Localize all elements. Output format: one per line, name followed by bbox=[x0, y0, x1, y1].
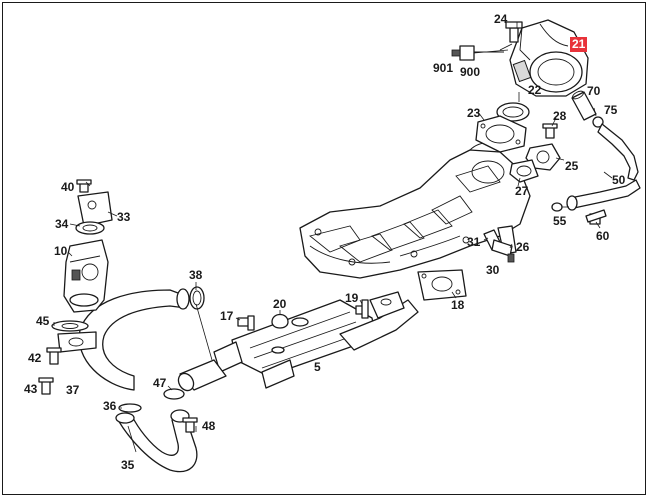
throttle-housing-21 bbox=[499, 19, 589, 97]
callout-36: 36 bbox=[103, 399, 117, 413]
callout-40: 40 bbox=[61, 180, 75, 194]
gasket-45 bbox=[51, 320, 89, 332]
gasket-36 bbox=[118, 403, 142, 413]
egr-cooler-5 bbox=[213, 291, 419, 389]
callout-35: 35 bbox=[121, 458, 135, 472]
callout-50: 50 bbox=[612, 173, 626, 187]
callout-28: 28 bbox=[553, 109, 567, 123]
bolt-43 bbox=[38, 377, 54, 395]
callout-5: 5 bbox=[314, 360, 321, 374]
bolt-28 bbox=[542, 123, 558, 139]
bolt-60 bbox=[585, 209, 607, 225]
bracket-33 bbox=[77, 191, 113, 227]
egr-valve-10 bbox=[63, 239, 109, 313]
callout-25: 25 bbox=[565, 159, 579, 173]
callout-10: 10 bbox=[54, 244, 68, 258]
callout-45: 45 bbox=[36, 314, 50, 328]
callout-47: 47 bbox=[153, 376, 167, 390]
pipe-50 bbox=[566, 116, 641, 211]
pipe-35 bbox=[115, 409, 198, 473]
callout-34: 34 bbox=[55, 217, 69, 231]
gasket-34 bbox=[75, 221, 105, 235]
callout-60: 60 bbox=[596, 229, 610, 243]
bolt-19 bbox=[355, 299, 369, 319]
bolt-48 bbox=[182, 417, 198, 433]
callout-75: 75 bbox=[604, 103, 618, 117]
callout-23: 23 bbox=[467, 106, 481, 120]
clip-20 bbox=[271, 313, 289, 329]
callout-48: 48 bbox=[202, 419, 216, 433]
gasket-18 bbox=[417, 269, 467, 301]
callout-24: 24 bbox=[494, 12, 508, 26]
callout-30: 30 bbox=[486, 263, 500, 277]
washer-55 bbox=[551, 202, 563, 212]
callout-21-highlighted: 21 bbox=[570, 37, 588, 52]
intake-manifold bbox=[299, 142, 531, 279]
gasket-27 bbox=[509, 159, 539, 183]
leader-lines bbox=[53, 22, 613, 453]
callout-22: 22 bbox=[528, 83, 542, 97]
callout-33: 33 bbox=[117, 210, 131, 224]
callout-18: 18 bbox=[451, 298, 465, 312]
flange-37 bbox=[57, 331, 97, 353]
bolt-17 bbox=[237, 315, 255, 331]
callout-20: 20 bbox=[273, 297, 287, 311]
callout-19: 19 bbox=[345, 291, 359, 305]
callout-55: 55 bbox=[553, 214, 567, 228]
callout-901: 901 bbox=[433, 61, 454, 75]
callout-43: 43 bbox=[24, 382, 38, 396]
valve-30 bbox=[491, 239, 515, 263]
gasket-47 bbox=[163, 388, 185, 400]
callout-26: 26 bbox=[516, 240, 530, 254]
diagram-border bbox=[2, 2, 646, 495]
egr-pipe-38 bbox=[78, 286, 205, 391]
callout-17: 17 bbox=[220, 309, 234, 323]
hose-70 bbox=[571, 90, 597, 121]
callout-27: 27 bbox=[515, 184, 529, 198]
pipe-lower bbox=[177, 359, 227, 392]
bolt-42 bbox=[46, 347, 62, 365]
callout-38: 38 bbox=[189, 268, 203, 282]
gasket-22 bbox=[496, 102, 530, 122]
sensor-housing-25 bbox=[525, 143, 561, 171]
bolt-40 bbox=[76, 179, 92, 193]
callout-31: 31 bbox=[467, 235, 481, 249]
callout-900: 900 bbox=[460, 65, 481, 79]
callout-42: 42 bbox=[28, 351, 42, 365]
callout-37: 37 bbox=[66, 383, 80, 397]
gasket-23 bbox=[475, 115, 527, 153]
callout-70: 70 bbox=[587, 84, 601, 98]
